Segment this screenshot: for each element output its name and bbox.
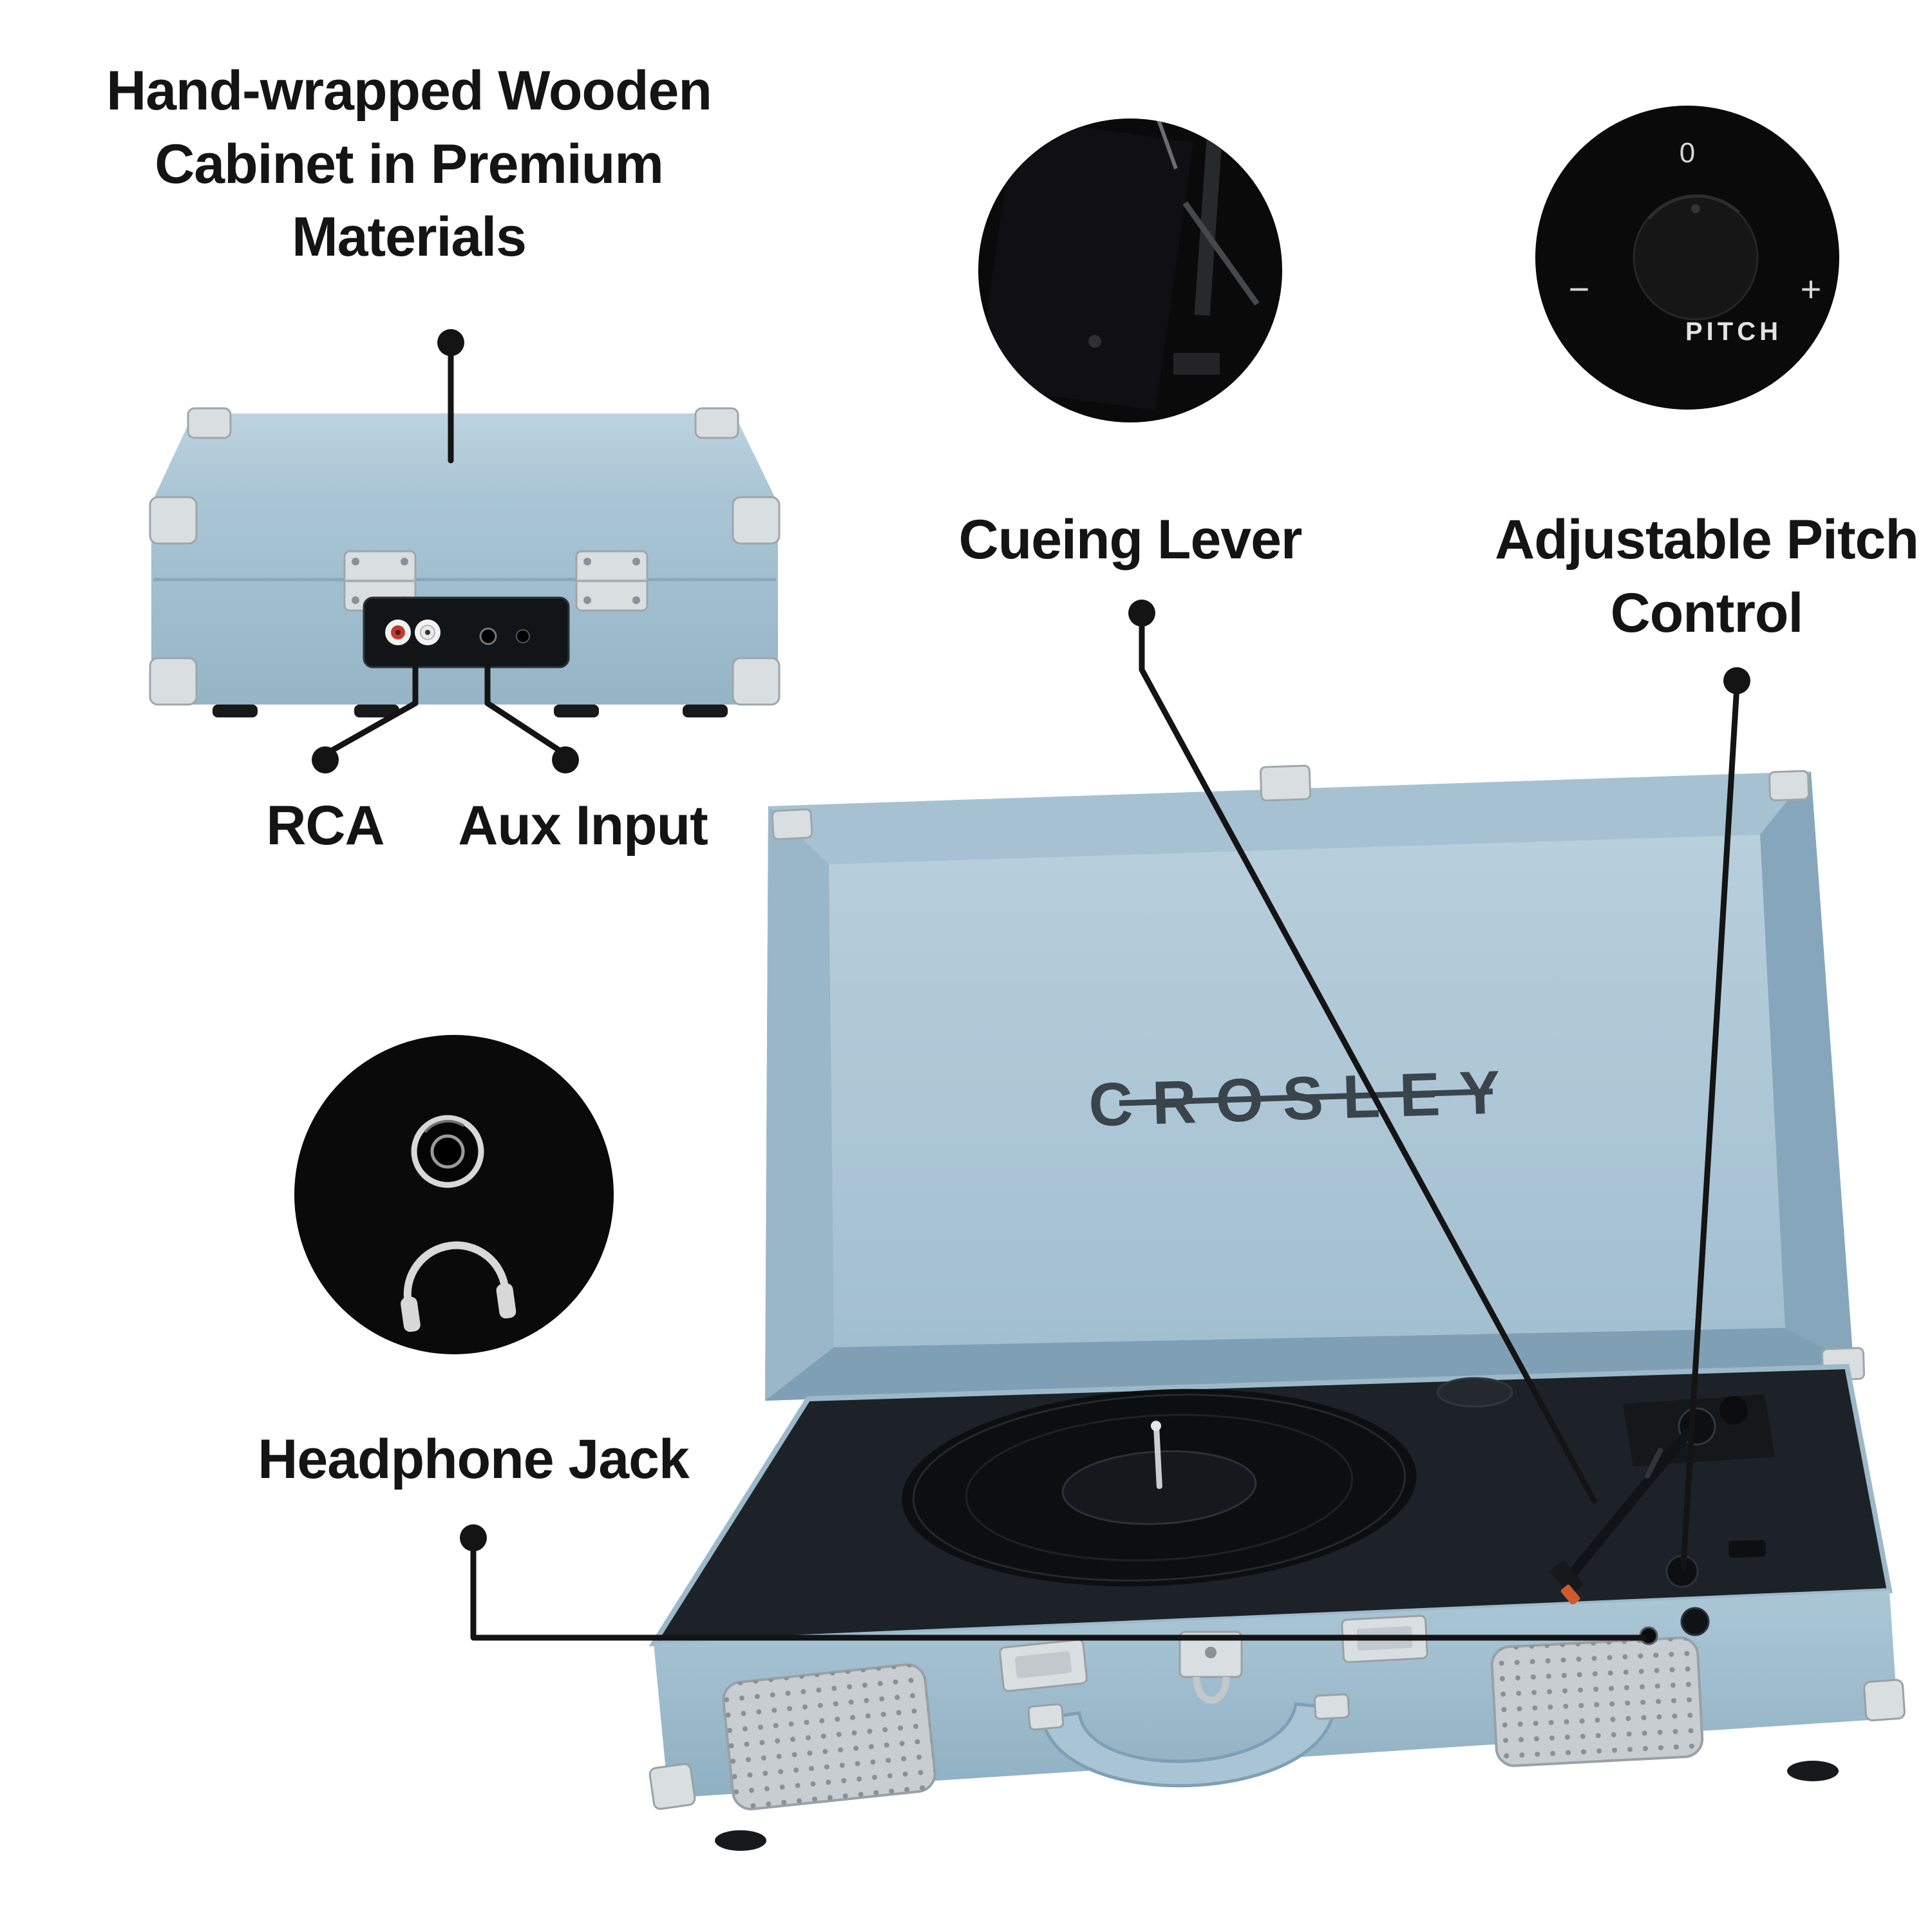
pitch-leader-line — [1680, 683, 1740, 1569]
brand-logo: CROSLEY — [1088, 1058, 1520, 1140]
pitch-minus-label: − — [1569, 269, 1590, 309]
pitch-zero-label: 0 — [1680, 137, 1695, 169]
counterweight — [1719, 1396, 1748, 1425]
aux-dot — [552, 746, 579, 773]
foot — [715, 1830, 766, 1851]
brand-logo-line — [1119, 1088, 1493, 1106]
cartridge — [1560, 1584, 1580, 1605]
aux-callout-label: Aux Input — [458, 795, 708, 857]
callout-leader-lines — [323, 345, 1740, 1641]
lid-latch — [1259, 764, 1312, 802]
handle-mount — [1313, 1693, 1350, 1720]
headphone-leader-line — [470, 1540, 1647, 1641]
center-clasp — [1179, 1631, 1243, 1704]
foot — [354, 705, 399, 717]
open-turntable: CROSLEY — [649, 764, 1906, 1851]
corner-cap — [187, 407, 232, 439]
foot — [213, 705, 258, 717]
cueing-lever-photo — [978, 118, 1260, 411]
speed-switch — [1728, 1540, 1766, 1558]
headphone-dot — [460, 1524, 487, 1551]
cueing-callout-label: Cueing Lever — [958, 509, 1303, 571]
speaker-left — [722, 1663, 936, 1811]
cueing-leader-line — [1139, 615, 1597, 1504]
foot — [554, 705, 599, 717]
speaker-right — [1490, 1636, 1704, 1767]
corner-cap — [149, 496, 198, 545]
cueing-lever-inset — [978, 118, 1282, 422]
45-adapter — [1436, 1377, 1513, 1408]
hinge-right — [575, 550, 649, 612]
corner-cap — [1863, 1679, 1906, 1721]
rear-port-panel — [363, 596, 570, 668]
pitch-text-label: PITCH — [1685, 317, 1782, 346]
pitch-control-inset: 0 − + PITCH — [1535, 106, 1839, 410]
rca-callout-label: RCA — [266, 795, 384, 857]
cue-lever-arm — [1182, 201, 1260, 306]
spindle — [1153, 1426, 1162, 1490]
cabinet-dot — [437, 329, 464, 356]
headphone-icon — [401, 1241, 516, 1332]
rca-leader-line — [323, 650, 419, 757]
foot — [683, 705, 728, 717]
lid-rim-top — [768, 772, 1811, 864]
volume-knob — [1680, 1607, 1710, 1636]
corner-cap — [771, 808, 813, 840]
cabinet-callout-label: Hand-wrapped Wooden Cabinet in Premium M… — [106, 60, 712, 269]
latch-left — [999, 1638, 1088, 1692]
tonearm — [1564, 1428, 1692, 1583]
pitch-callout-label: Adjustable Pitch Control — [1495, 509, 1919, 644]
lid-rim-right — [1760, 772, 1853, 1364]
case-top-face — [151, 413, 778, 504]
pitch-plus-label: + — [1801, 269, 1822, 309]
tonearm-assembly — [1551, 1394, 1775, 1605]
headshell — [1551, 1560, 1583, 1595]
callout-dots — [312, 329, 1750, 1551]
pitch-dot — [1723, 667, 1750, 694]
headphone-jack-photo — [401, 1115, 516, 1332]
pitch-control-photo: 0 − + PITCH — [1569, 137, 1822, 346]
cue-lever — [1645, 1448, 1663, 1479]
lid-rim-left — [765, 806, 834, 1401]
corner-cap — [649, 1763, 696, 1810]
turntable-deck — [649, 1363, 1906, 1851]
rca-dot — [312, 746, 339, 773]
corner-cap — [1768, 770, 1810, 802]
cueing-dot — [1128, 600, 1155, 627]
lid-rim-bottom — [765, 1328, 1853, 1401]
corner-cap — [732, 496, 781, 545]
closed-turntable-back-view — [149, 407, 781, 717]
handle-mount — [1027, 1703, 1065, 1731]
lid-inner-panel — [829, 835, 1785, 1347]
corner-cap — [149, 657, 198, 706]
small-port — [516, 629, 530, 643]
aux-leader-line — [484, 650, 567, 757]
headphone-jack-inset — [294, 1035, 614, 1354]
corner-cap — [732, 657, 781, 706]
aux-port-icon — [479, 627, 497, 645]
corner-cap — [694, 407, 739, 439]
platter — [902, 1388, 1417, 1587]
headphone-callout-label: Headphone Jack — [258, 1428, 689, 1490]
turntable-lid: CROSLEY — [765, 764, 1866, 1401]
foot — [1787, 1761, 1839, 1781]
